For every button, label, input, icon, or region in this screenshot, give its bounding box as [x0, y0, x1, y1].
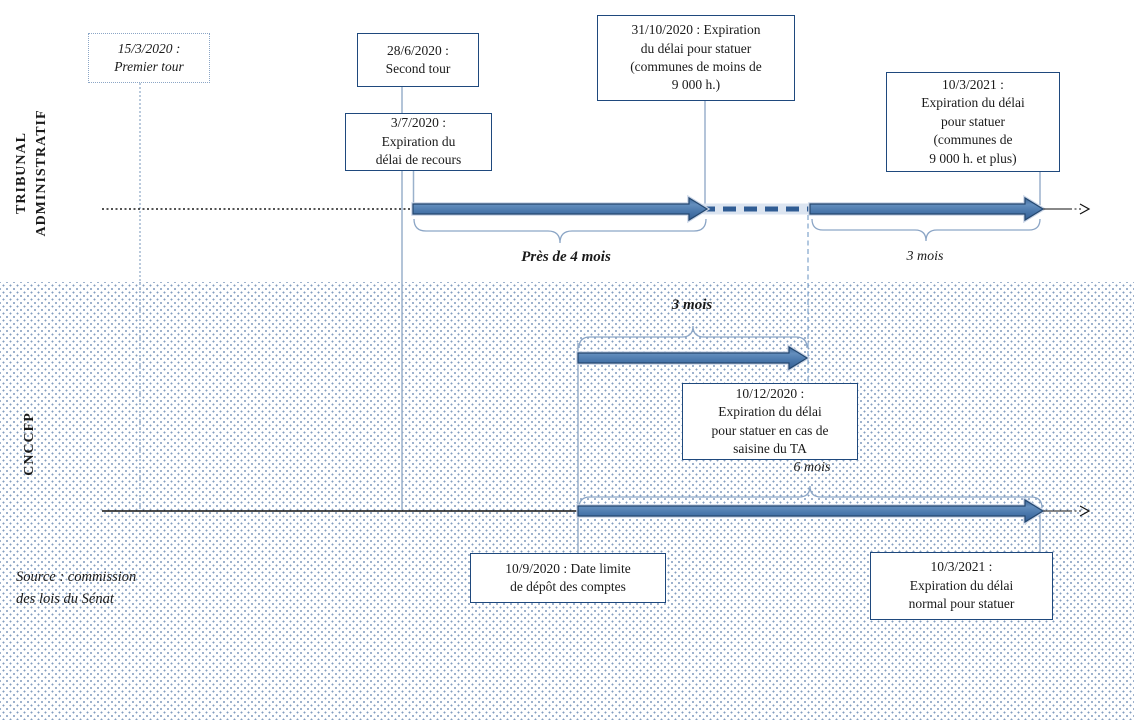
- brace-3-mois-cnccfp: [578, 325, 808, 349]
- event-box-expiration-saisine-ta: 10/12/2020 : Expiration du délai pour st…: [682, 383, 858, 460]
- ta-axis-end-arrow: [1043, 203, 1091, 215]
- event-box-expiration-recours: 3/7/2020 : Expiration du délai de recour…: [345, 113, 492, 171]
- event-box-expiration-normal: 10/3/2021 : Expiration du délai normal p…: [870, 552, 1053, 620]
- event-box-expiration-statuer-moins-9000: 31/10/2020 : Expiration du délai pour st…: [597, 15, 795, 101]
- source-note: Source : commission des lois du Sénat: [16, 569, 137, 608]
- event-box-depot-comptes: 10/9/2020 : Date limite de dépôt des com…: [470, 553, 666, 603]
- ta-arrow-4-mois: [411, 194, 711, 224]
- brace-3-mois-ta: [811, 218, 1041, 242]
- brace-6-mois: [578, 485, 1043, 509]
- duration-label-3-mois-cnccfp: 3 mois: [671, 297, 713, 313]
- duration-label-pres-4-mois: Près de 4 mois: [521, 249, 611, 265]
- duration-label-3-mois-ta: 3 mois: [906, 249, 944, 264]
- ta-dashed-delay-segment: [699, 203, 815, 215]
- duration-label-6-mois: 6 mois: [793, 460, 831, 475]
- ta-arrow-3-mois: [808, 194, 1047, 224]
- cnccfp-section-background: [0, 282, 1134, 720]
- section-label-cnccfp: CNCCFP: [22, 412, 37, 476]
- event-box-premier-tour: 15/3/2020 : Premier tour: [88, 33, 210, 83]
- cnccfp-arrow-3-mois: [576, 343, 811, 373]
- event-box-second-tour: 28/6/2020 : Second tour: [357, 33, 479, 87]
- brace-pres-4-mois: [413, 218, 707, 244]
- cnccfp-arrow-6-mois: [576, 496, 1047, 526]
- section-label-tribunal-administratif: TRIBUNAL ADMINISTRATIF: [14, 109, 50, 237]
- cnccfp-axis-end-arrow: [1043, 505, 1091, 517]
- event-box-expiration-statuer-9000-plus: 10/3/2021 : Expiration du délai pour sta…: [886, 72, 1060, 172]
